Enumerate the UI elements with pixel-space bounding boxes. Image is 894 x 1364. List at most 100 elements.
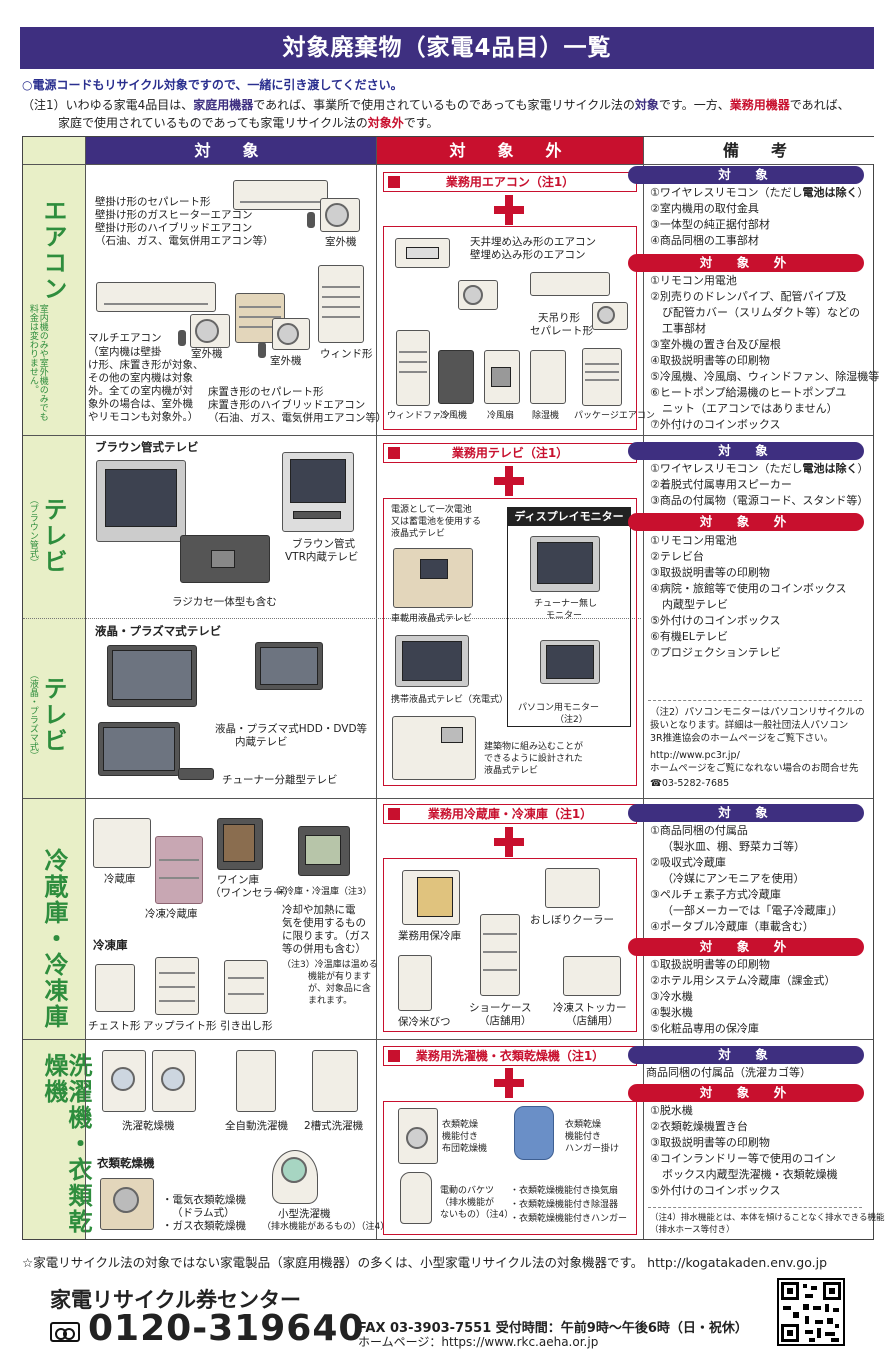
cool-fan-label: 冷風機 [440,411,468,421]
twin-washer-image [312,1050,358,1112]
tv-note-n4b: 内蔵型テレビ [662,598,728,611]
cool-box-note-1: 冷却や加熱に電 [282,904,356,916]
drawer-freezer-image [224,960,268,1014]
aircon-outdoor-label-3: 室外機 [270,355,302,367]
wine-cellar-label-1: ワイン庫 [217,874,259,886]
battery-tv-label-3: 液晶式テレビ [391,529,446,539]
fridge-note-n5: ⑤化粧品専用の保冷庫 [650,1022,759,1035]
crt-vtr-tv-image [282,452,354,532]
pc-note-2: 扱いとなります。詳細は一般社団法人パソコン [650,720,849,731]
fridge-note-n2: ②ホテル用システム冷蔵庫（課金式） [650,974,836,987]
tv-note-n3: ③取扱説明書等の印刷物 [650,566,770,579]
upright-freezer-image [155,957,199,1015]
aircon-note-n4: ④取扱説明書等の印刷物 [650,354,770,367]
freezer-stocker-label-2: （店舗用） [566,1015,619,1027]
tv-note-n7: ⑦プロジェクションテレビ [650,646,781,659]
tv-icon [388,447,400,459]
rice-cooler-label: 保冷米びつ [398,1016,451,1028]
category-tv-crt-sub: （ブラウン管式） [27,495,38,567]
dryer-vent-label: ・衣類乾燥機能付き換気扇 [510,1186,619,1196]
showcase-label-1: ショーケース [469,1002,532,1014]
fridge-note-t4: ④ポータブル冷蔵庫（車載含む） [650,920,814,933]
fridge-note-n1: ①取扱説明書等の印刷物 [650,958,770,971]
multi-outdoor-image [190,314,230,348]
pc-note-3: 3R推進協会のホームページをご覧下さい。 [650,733,834,744]
header-category [23,137,85,164]
aircon-note-n7: ⑦外付けのコインボックス [650,418,781,431]
cool-box-note-5: （注3）冷温庫は温める [282,960,378,970]
small-washer-image [272,1150,318,1204]
aircon-outdoor-label-1: 室外機 [325,236,357,248]
qr-code-icon[interactable] [777,1278,845,1346]
auto-washer-label: 全自動洗濯機 [225,1120,288,1132]
ceiling-aircon-image [395,238,450,268]
car-tv-label: 車載用液晶式テレビ [391,614,473,624]
remote-image [307,212,315,228]
aircon-notes-target-badge: 対 象 [628,166,864,184]
built-in-label-1: 建築物に組み込むことが [484,742,584,752]
fridge-freezer-image [155,836,203,904]
washer-commercial-header: 業務用洗濯機・衣類乾燥機（注1） [383,1046,637,1066]
bucket-label-2: （排水機能が [440,1198,495,1208]
rice-cooler-image [398,955,432,1011]
window-aircon-label: ウィンド形 [320,348,373,360]
hanger-dryer-label-3: ハンガー掛け [565,1144,620,1154]
category-tv-crt: テレビ （ブラウン管式） [23,435,85,618]
electric-bucket-image [400,1172,432,1224]
battery-tv-label-1: 電源として一次電池 [391,505,472,515]
fridge-commercial-header: 業務用冷蔵庫・冷凍庫（注1） [383,804,637,824]
wine-cellar-label-2: （ワインセラー） [210,887,294,899]
fridge-label: 冷蔵庫 [104,873,136,885]
washer-note4-2: （排水ホース等付き） [650,1225,735,1235]
aircon-note-t3: ③一体型の純正据付部材 [650,218,770,231]
radio-tv-label: ラジカセ一体型も含む [172,596,277,608]
tv-note-n5: ⑤外付けのコインボックス [650,614,781,627]
dehumidifier-image [530,350,566,404]
lcd-hdd-tv-image [255,642,323,690]
gas-dryer-label: ・ガス衣類乾燥機 [162,1220,246,1232]
aircon-wall-hybrid-detail: （石油、ガス、電気併用エアコン等） [95,235,274,247]
note1-line1: （注1）いわゆる家電4品目は、家庭用機器であれば、事業所で使用されているものであ… [22,98,850,112]
fridge-note-t3: ③ペルチェ素子方式冷蔵庫 [650,888,781,901]
window-aircon-image [318,265,364,343]
cool-box-note-4: 等の併用も含む） [282,943,366,955]
pc-note-5: ホームページをご覧になれない場合のお問合せ先 [650,763,859,774]
built-in-label-2: できるように設計された [484,754,583,764]
tv-note-n2: ②テレビ台 [650,550,704,563]
category-aircon: エアコン 室内機のみや室外機のみでも料金は変わりません。 [23,164,85,435]
category-aircon-name: エアコン [39,198,67,302]
pc-note-url[interactable]: http://www.pc3r.jp/ [650,750,740,761]
washer-note-t1: 商品同梱の付属品（洗濯カゴ等） [646,1066,811,1079]
cooling-fan-image [484,350,520,404]
aircon-note-n6: ⑥ヒートポンプ給湯機のヒートポンプユ [650,386,847,399]
plus-icon-tv [494,466,524,496]
multi-aircon-desc3: その他の室内機は対象 [88,372,193,384]
category-tv-lcd: テレビ （液晶・プラズマ式） [23,618,85,798]
display-monitor-frame [507,507,631,727]
aircon-note-n5: ⑤冷風機、冷風扇、ウィンドファン、除湿機等 [650,370,880,383]
hanger-dryer-label-2: 機能付き [565,1132,602,1142]
plus-icon-washer [494,1068,524,1098]
remote-image-3 [258,342,266,358]
crt-vtr-label-1: ブラウン管式 [292,538,355,550]
aircon-note-n2c: 工事部材 [662,322,706,335]
cooling-machine-image [438,350,474,404]
aircon-notes-nontarget-badge: 対 象 外 [628,254,864,272]
homepage-link[interactable]: ホームページ：https://www.rkc.aeha.or.jp [358,1335,599,1349]
fridge-freezer-label: 冷凍冷蔵庫 [145,908,198,920]
header-target: 対 象 [85,137,376,164]
aircon-note-t4: ④商品同梱の工事部材 [650,234,759,247]
ceiling-outdoor-image [458,280,498,310]
washer-icon [388,1050,400,1062]
plus-icon [494,195,524,225]
header-non-target: 対 象 外 [376,137,643,164]
cool-box-note-6: 機能が有ります [308,972,372,982]
small-washer-label-2: （排水機能があるもの）（注4） [262,1222,390,1232]
category-tv-lcd-sub: （液晶・プラズマ式） [27,670,38,760]
fridge-icon [388,808,400,820]
hanging-label-1: 天吊り形 [538,312,580,324]
pc-monitor-image [540,640,600,684]
tuner-separate-label: チューナー分離型テレビ [222,774,338,786]
portable-tv-label: 携帯液晶式テレビ（充電式） [391,695,509,705]
washer-note-n2: ②衣類乾燥機置き台 [650,1120,748,1133]
